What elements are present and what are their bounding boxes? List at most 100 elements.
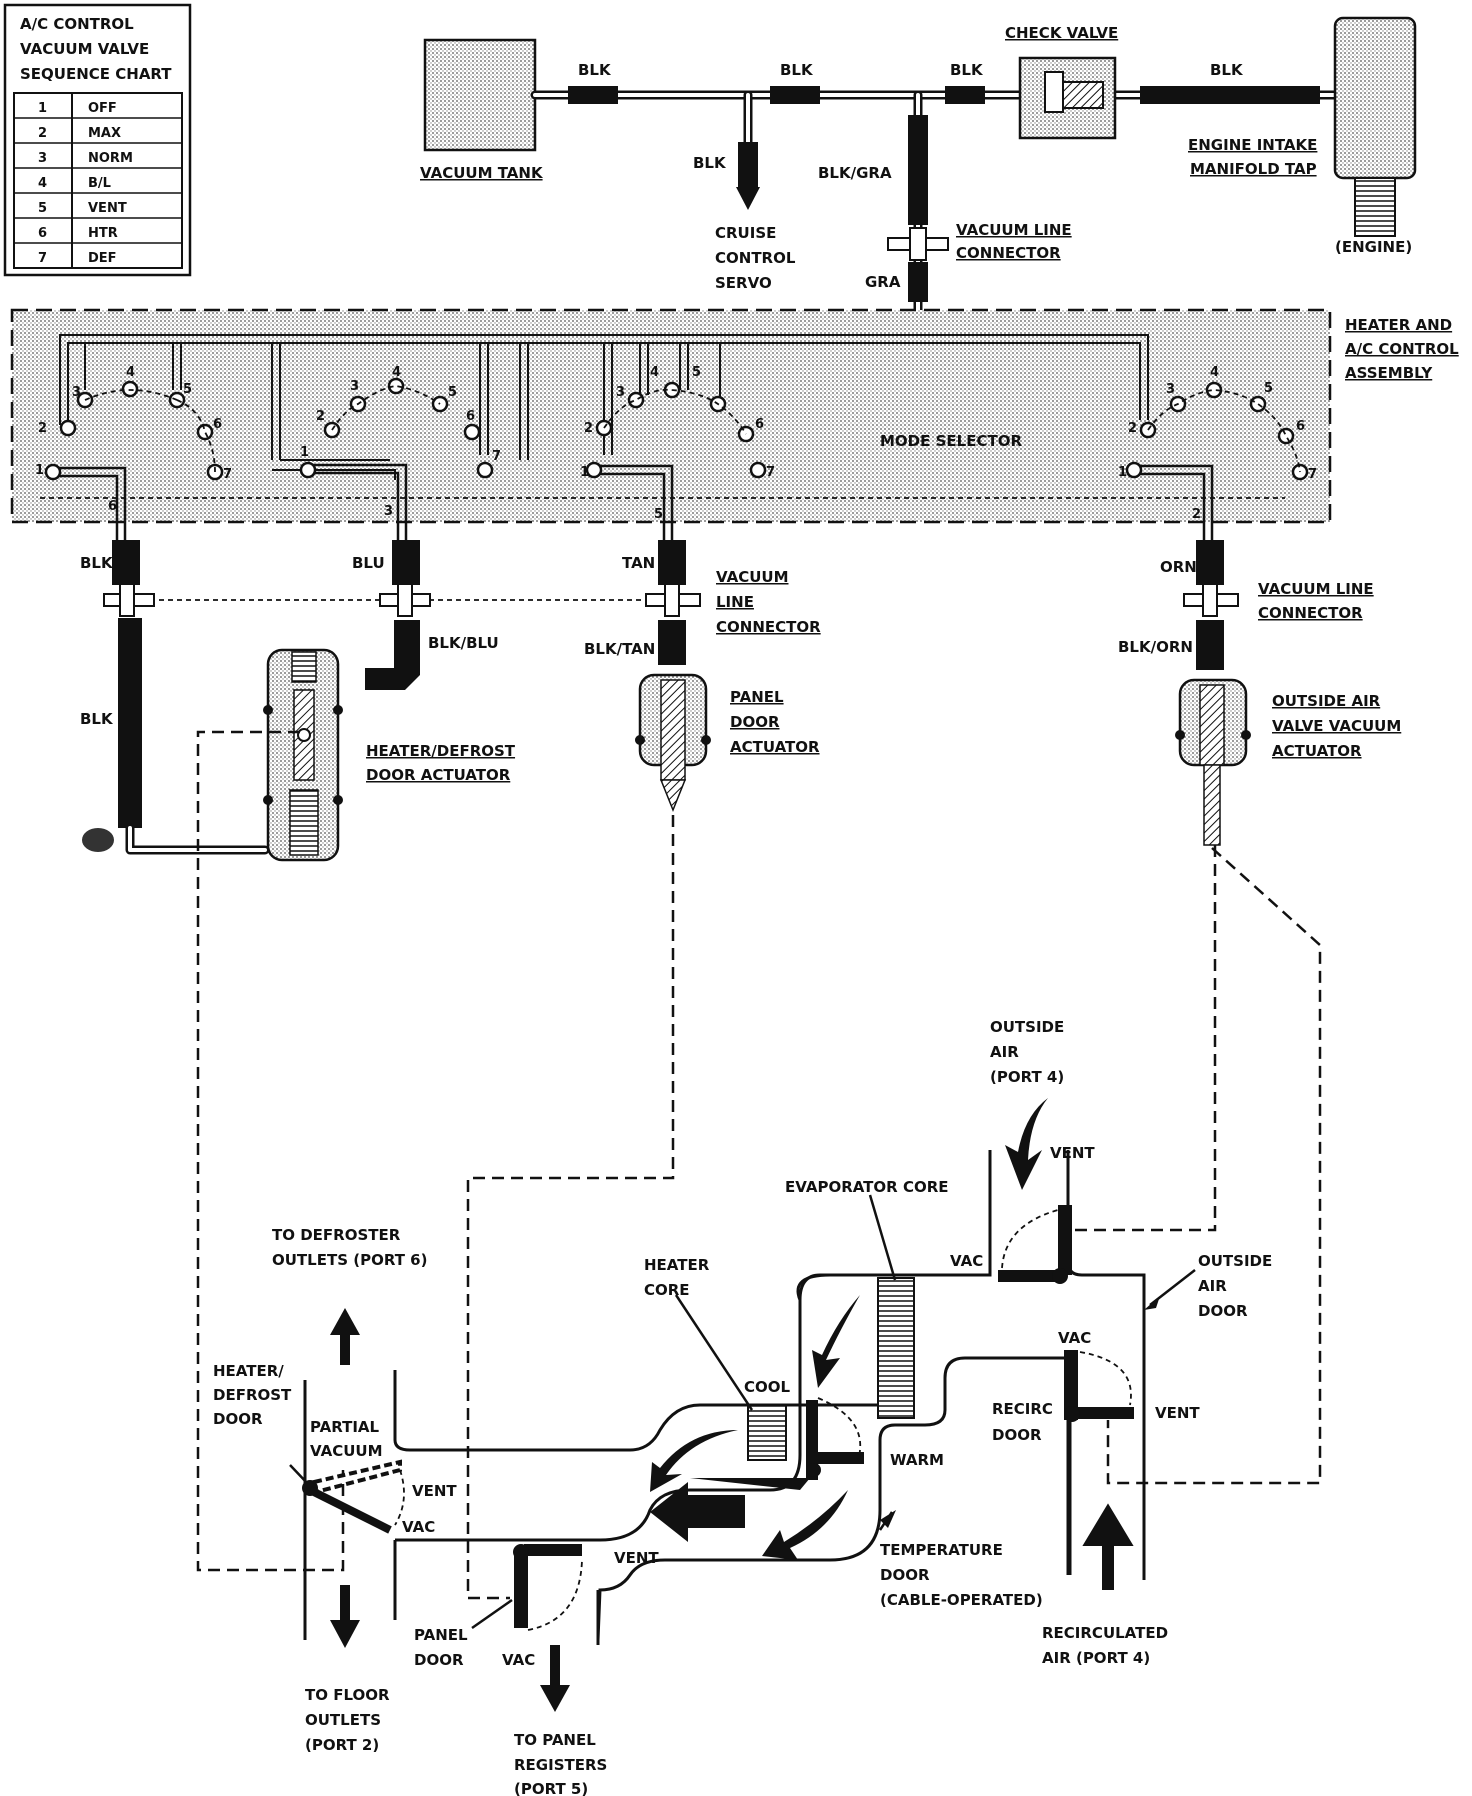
port-number: 3 <box>72 385 81 400</box>
chart-row-mode: B/L <box>88 176 111 191</box>
hose-label: TAN <box>622 554 655 572</box>
vlc-mid-label-1: VACUUM <box>716 568 789 586</box>
hose-sleeve <box>658 620 686 665</box>
vlc-right-label-1: VACUUM LINE <box>1258 580 1374 598</box>
chart-row: 5 VENT <box>38 201 127 216</box>
hd-door-label-3: DOOR <box>213 1410 263 1428</box>
assembly-label-3: ASSEMBLY <box>1345 364 1433 382</box>
port-number: 3 <box>1166 382 1175 397</box>
hose-sleeve <box>770 86 820 104</box>
floor-label-3: (PORT 2) <box>305 1736 379 1754</box>
port-number: 2 <box>38 421 47 436</box>
port-number: 7 <box>492 449 501 464</box>
vacuum-line-connector <box>887 227 949 261</box>
engine-label: (ENGINE) <box>1335 238 1412 256</box>
temp-door-label-2: DOOR <box>880 1566 930 1584</box>
vac-label: VAC <box>1058 1329 1091 1347</box>
chart-title-line-3: SEQUENCE CHART <box>20 65 172 83</box>
port-number: 4 <box>1210 365 1219 380</box>
heater-defrost-door <box>289 1459 405 1534</box>
vlc-mid-label-2: LINE <box>716 593 754 611</box>
partial-vacuum-label-2: VACUUM <box>310 1442 383 1460</box>
port-number: 2 <box>1128 421 1137 436</box>
chart-row-mode: NORM <box>88 151 133 166</box>
hose-sleeve <box>118 618 142 828</box>
port-number: 6 <box>466 409 475 424</box>
mode-valve: 1 2 3 4 5 6 7 2 <box>1118 365 1317 560</box>
vac-label: VAC <box>502 1651 535 1669</box>
outside-air-label-3: (PORT 4) <box>990 1068 1064 1086</box>
panel-door <box>513 1544 583 1631</box>
chart-row-num: 1 <box>38 101 47 116</box>
hose-label: BLK <box>80 554 114 572</box>
hose-sleeve <box>392 540 420 585</box>
hose-sleeve <box>1196 620 1224 670</box>
hose-label: BLK <box>780 61 814 79</box>
outside-air-door <box>998 1205 1072 1284</box>
chart-row: 6 HTR <box>38 226 118 241</box>
recirc-door <box>1064 1350 1134 1422</box>
vlc-top-label-1: VACUUM LINE <box>956 221 1072 239</box>
chart-row-num: 4 <box>38 176 47 191</box>
port-number: 7 <box>766 465 775 480</box>
heater-core-label-1: HEATER <box>644 1256 710 1274</box>
vent-label: VENT <box>614 1549 659 1567</box>
chart-row: 7 DEF <box>38 251 117 266</box>
hose-label: BLK/GRA <box>818 164 892 182</box>
mode-valve: 1 2 3 4 5 6 7 3 <box>299 365 501 560</box>
port-number: 5 <box>183 382 192 397</box>
assembly-label-2: A/C CONTROL <box>1345 340 1459 358</box>
valve-outlet-number: 6 <box>108 499 117 514</box>
hose-sleeve <box>1196 540 1224 585</box>
port-number: 5 <box>448 385 457 400</box>
hose-label: BLK/BLU <box>428 634 499 652</box>
port-number: 5 <box>1264 381 1273 396</box>
port-number: 2 <box>316 409 325 424</box>
chart-row-num: 6 <box>38 226 47 241</box>
vent-label: VENT <box>1050 1144 1095 1162</box>
evaporator-core-label: EVAPORATOR CORE <box>785 1178 949 1196</box>
vlc-mid-label-3: CONNECTOR <box>716 618 821 636</box>
port-number: 6 <box>755 417 764 432</box>
vlc-top-label-2: CONNECTOR <box>956 244 1061 262</box>
down-arrow-icon <box>540 1685 570 1712</box>
chart-row-mode: DEF <box>88 251 117 266</box>
hose-sleeve <box>365 620 420 690</box>
chart-row-mode: OFF <box>88 101 117 116</box>
recirc-door-label-2: DOOR <box>992 1426 1042 1444</box>
up-arrow-icon <box>330 1308 360 1335</box>
hd-door-label-1: HEATER/ <box>213 1362 284 1380</box>
chart-title-line-1: A/C CONTROL <box>20 15 134 33</box>
oa-actuator-label-2: VALVE VACUUM <box>1272 717 1401 735</box>
airflow-arrows <box>650 1295 860 1560</box>
port-number: 1 <box>300 445 309 460</box>
mode-selector-label: MODE SELECTOR <box>880 432 1022 450</box>
partial-vacuum-label-1: PARTIAL <box>310 1418 380 1436</box>
check-valve-label: CHECK VALVE <box>1005 24 1118 42</box>
outside-air-label-1: OUTSIDE <box>990 1018 1064 1036</box>
oa-door-label-1: OUTSIDE <box>1198 1252 1272 1270</box>
hose-label: BLK <box>950 61 984 79</box>
hose-label: BLK <box>578 61 612 79</box>
port-number: 7 <box>223 467 232 482</box>
hd-door-label-2: DEFROST <box>213 1386 292 1404</box>
chart-row-num: 3 <box>38 151 47 166</box>
cool-label: COOL <box>744 1378 791 1396</box>
oa-actuator-label-1: OUTSIDE AIR <box>1272 692 1381 710</box>
vacuum-line-connector <box>1183 583 1239 617</box>
hose-sleeve <box>1140 86 1320 104</box>
oa-door-label-3: DOOR <box>1198 1302 1248 1320</box>
vacuum-line-connector <box>103 583 155 617</box>
valve-outlet-number: 5 <box>654 507 663 522</box>
panel-reg-label-2: REGISTERS <box>514 1756 607 1774</box>
cruise-label-2: CONTROL <box>715 249 796 267</box>
floor-label-2: OUTLETS <box>305 1711 381 1729</box>
panel-door-label-1: PANEL <box>414 1626 468 1644</box>
hose-sleeve <box>658 540 686 585</box>
to-defroster-label-1: TO DEFROSTER <box>272 1226 401 1244</box>
panel-door-label-2: DOOR <box>414 1651 464 1669</box>
control-assembly: HEATER AND A/C CONTROL ASSEMBLY MODE SEL… <box>10 308 1459 560</box>
hose-label: BLK <box>1210 61 1244 79</box>
chart-row-num: 2 <box>38 126 47 141</box>
